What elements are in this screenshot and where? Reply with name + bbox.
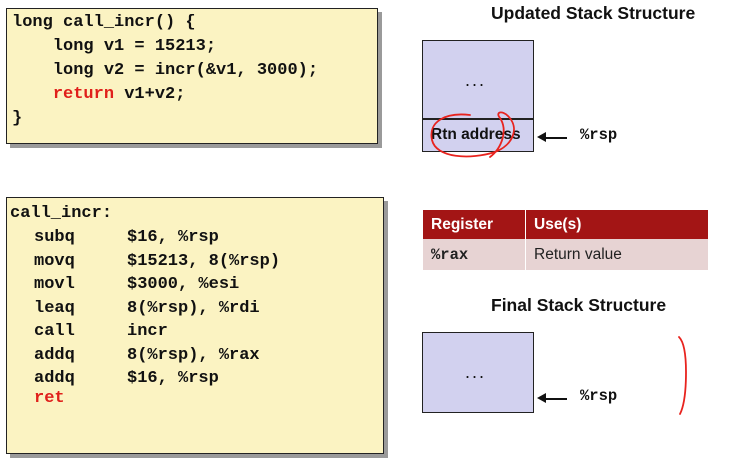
register-table: Register Use(s) %rax Return value [423,210,708,270]
uses-header: Use(s) [525,210,708,239]
stack-divider [422,118,534,120]
asm-operands: $16, %rsp [127,369,219,388]
asm-opcode: subq [34,228,75,247]
return-keyword: return [52,85,115,104]
asm-code-box: call_incr: subq $16, %rsp movq $15213, 8(%r… [6,197,384,454]
annotation-bracket [678,336,687,415]
table-row: %rax Return value [423,239,708,270]
asm-opcode: addq [34,345,75,365]
asm-operands: $16, %rsp [127,228,219,247]
final-rsp-arrow [537,394,567,402]
asm-operands: 8(%rsp), %rdi [127,298,260,318]
register-cell: %rax [423,239,526,270]
code-line-3: long v2 = incr(&v1, 3000); [12,61,319,80]
asm-label: call_incr: [10,204,113,223]
asm-operands: $3000, %esi [127,275,240,294]
asm-opcode: movq [34,251,75,271]
final-stack [422,332,534,413]
final-stack-title: Final Stack Structure [491,295,667,315]
asm-opcode: addq [34,369,75,388]
asm-operands: incr [127,322,168,341]
updated-rsp-label: %rsp [580,126,618,144]
register-header: Register [423,210,526,239]
code-line-2: long v1 = 15213; [12,37,217,56]
asm-operands: $15213, 8(%rsp) [127,251,281,271]
code-line-5: } [12,109,23,128]
updated-stack-dots: ... [465,70,487,90]
asm-opcode: movl [34,275,75,294]
final-rsp-label: %rsp [580,387,618,405]
asm-opcode: call [34,322,75,341]
updated-stack-title: Updated Stack Structure [491,3,696,23]
asm-ret: ret [34,389,65,408]
annotation-circle [430,111,515,158]
updated-rsp-arrow [537,133,567,141]
code-line-4: return v1+v2; [12,85,186,104]
asm-opcode: leaq [34,298,75,318]
final-stack-dots: ... [465,362,487,382]
code-line-1: long call_incr() { [12,13,196,32]
use-cell: Return value [525,239,708,270]
c-code-box: long call_incr() { long v1 = 15213; long… [6,8,378,144]
rtn-address-slot: Rtn address [431,126,521,143]
updated-stack [422,40,534,152]
asm-operands: 8(%rsp), %rax [127,345,260,365]
return-expression: v1+v2; [114,85,186,104]
